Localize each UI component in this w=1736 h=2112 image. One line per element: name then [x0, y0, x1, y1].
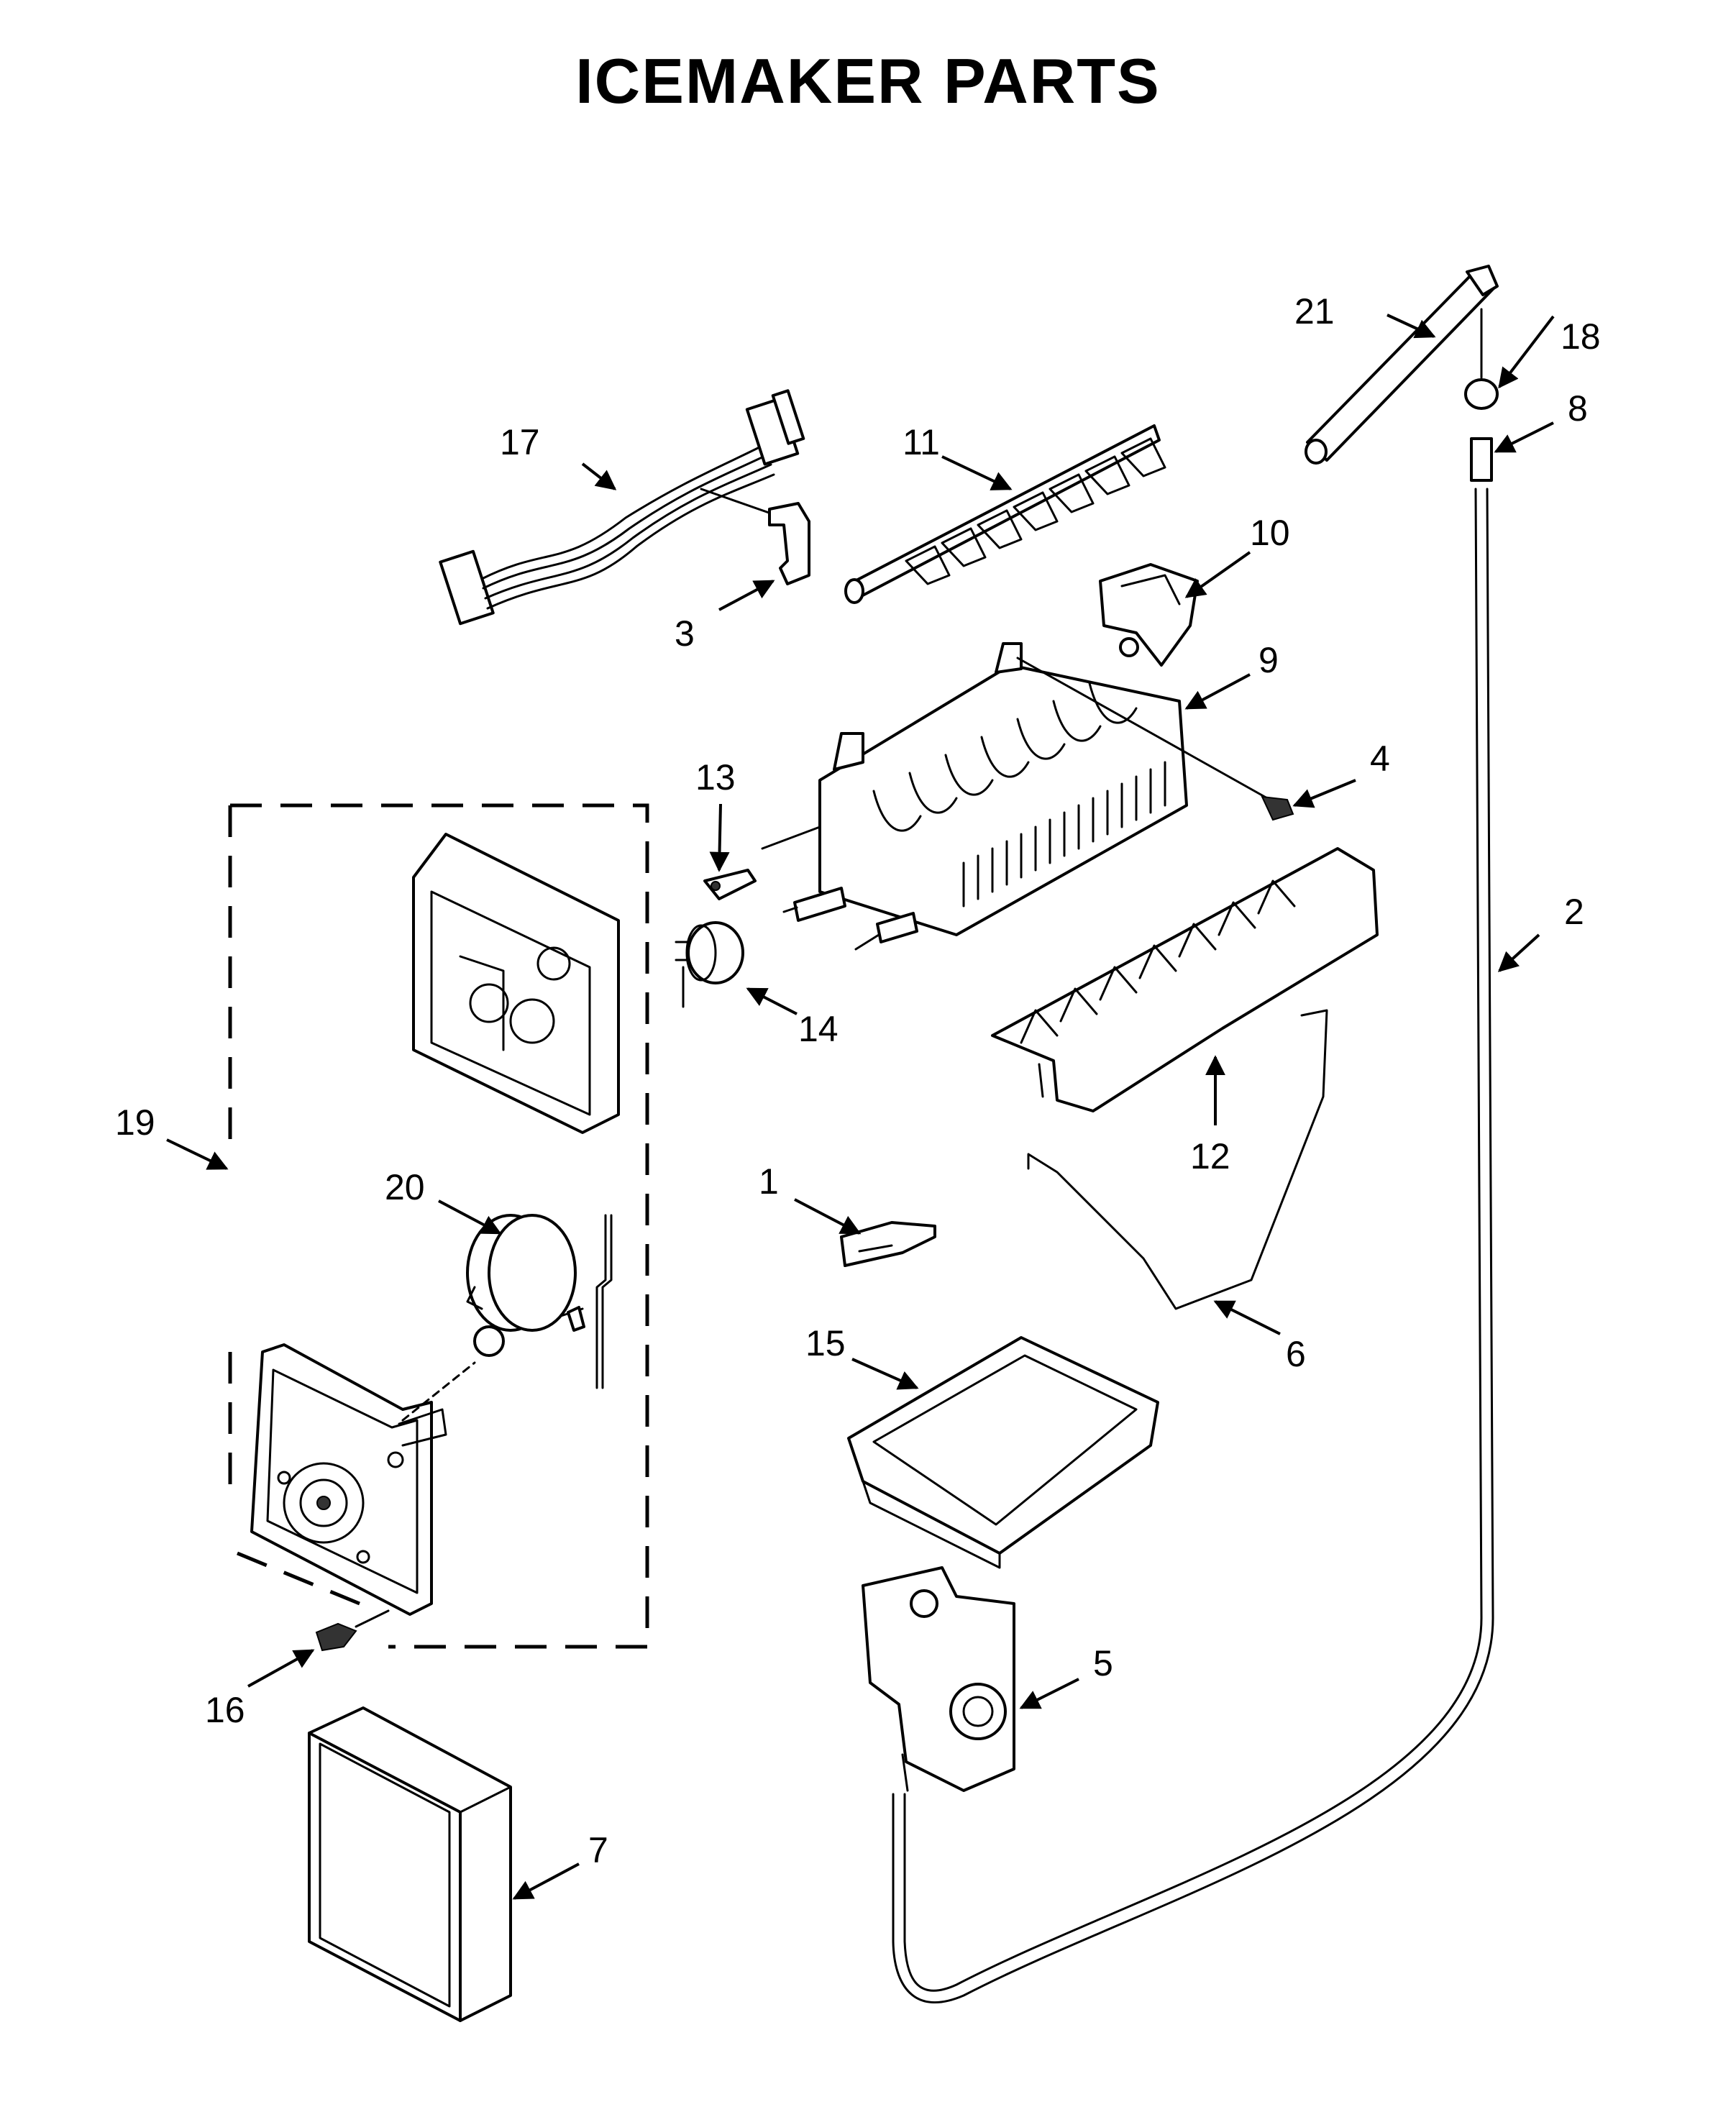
part-11-ejector [844, 424, 1166, 604]
part-16-screw [315, 1609, 390, 1652]
callout-17: 17 [500, 422, 540, 462]
part-21-fill-tube [1305, 265, 1499, 465]
callout-13: 13 [695, 757, 736, 797]
callout-9: 9 [1258, 640, 1279, 680]
leader-lines [166, 314, 1555, 1900]
callout-7: 7 [588, 1830, 608, 1870]
part-7-cover [308, 1706, 512, 2022]
callout-16: 16 [205, 1690, 245, 1730]
part-1-shield [840, 1221, 936, 1267]
callout-21: 21 [1294, 291, 1335, 332]
module-mounting-plate [250, 1343, 447, 1616]
part-5-water-valve [862, 1566, 1015, 1792]
callout-20: 20 [385, 1167, 425, 1207]
callout-4: 4 [1370, 739, 1390, 779]
callout-11: 11 [903, 422, 940, 462]
page-title: ICEMAKER PARTS [575, 45, 1161, 116]
callout-3: 3 [675, 613, 695, 654]
part-3-clip [768, 502, 810, 585]
callout-2: 2 [1564, 892, 1584, 932]
part-6-bail-arm [1027, 1009, 1328, 1310]
callout-18: 18 [1561, 316, 1601, 357]
part-20-motor [466, 1214, 613, 1389]
callout-15: 15 [805, 1323, 846, 1363]
part-18-ferrule [1464, 308, 1499, 410]
callout-numbers: 21 18 8 11 17 3 10 9 4 13 14 12 2 1 6 15… [115, 291, 1601, 1870]
part-17-wire-harness [439, 389, 805, 626]
part-12-shroud [991, 847, 1379, 1112]
part-8-fitting [1470, 437, 1493, 482]
part-19-module-assembly [228, 803, 649, 1649]
callout-1: 1 [759, 1161, 779, 1202]
callout-6: 6 [1286, 1334, 1306, 1374]
part-4-screw [1261, 795, 1294, 821]
part-2-water-tube [892, 488, 1494, 2004]
callout-14: 14 [798, 1009, 839, 1049]
callout-5: 5 [1093, 1643, 1113, 1683]
callout-10: 10 [1250, 513, 1290, 553]
part-15-ice-bin [847, 1336, 1159, 1569]
part-10-bracket [1099, 563, 1199, 667]
callout-12: 12 [1190, 1136, 1230, 1176]
part-13-clip [703, 869, 757, 900]
callout-19: 19 [115, 1102, 155, 1143]
callout-8: 8 [1568, 388, 1588, 429]
part-14-thermostat [675, 921, 744, 1008]
part-9-icemaker-mold [761, 642, 1282, 951]
module-housing [412, 833, 620, 1134]
